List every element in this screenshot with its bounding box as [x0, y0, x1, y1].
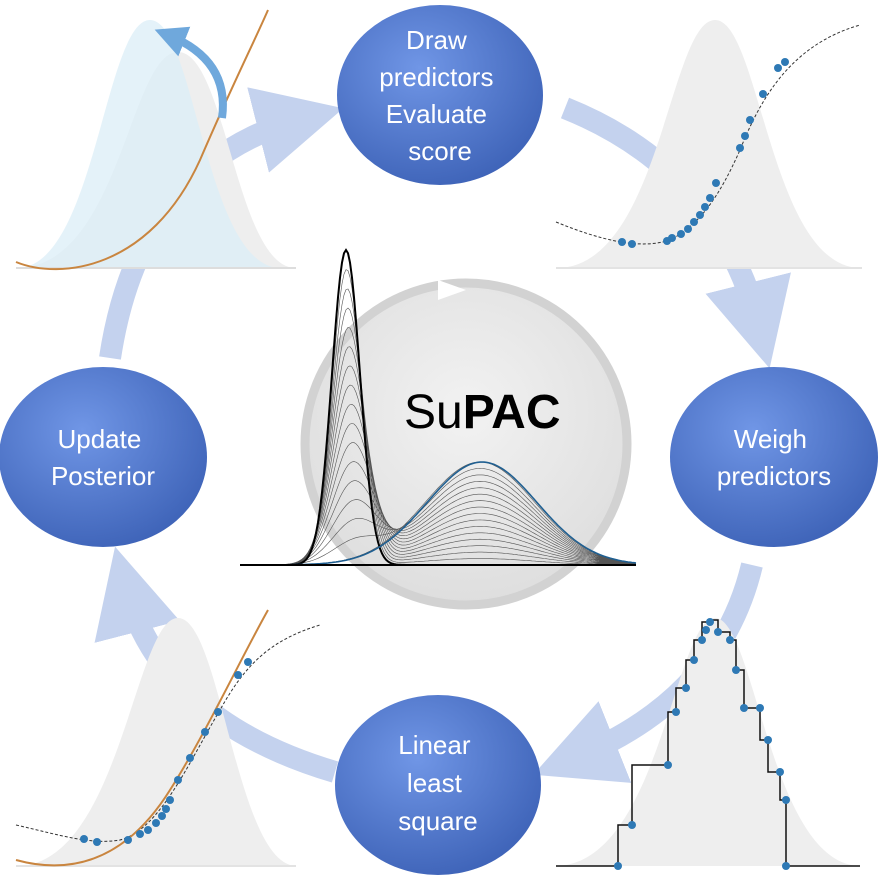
sample-point — [162, 805, 170, 813]
sample-point — [136, 830, 144, 838]
step-label: Draw predictors Evaluate score — [379, 25, 500, 166]
step-node-linear-least-square[interactable]: Linear least square — [335, 695, 541, 875]
fitted-quadratic-curve — [15, 609, 269, 867]
step-node-update-posterior[interactable]: Update Posterior — [0, 367, 207, 547]
sample-point — [174, 776, 182, 784]
disc-arrowhead — [438, 280, 466, 300]
sample-point — [690, 656, 698, 664]
sampling-gaussian — [18, 618, 296, 866]
sample-point — [774, 64, 782, 72]
sample-point — [684, 225, 692, 233]
step-node-draw-predictors[interactable]: Draw predictors Evaluate score — [337, 5, 543, 185]
sample-point — [736, 144, 744, 152]
sample-point — [712, 179, 720, 187]
sample-point — [628, 821, 636, 829]
supac-title: SuPAC — [404, 386, 561, 439]
sample-point — [782, 862, 790, 870]
sample-point — [714, 628, 722, 636]
sample-point — [706, 618, 714, 626]
sample-point — [234, 671, 242, 679]
sample-point — [677, 230, 685, 238]
score-points — [80, 658, 252, 846]
sample-point — [186, 754, 194, 762]
sample-point — [698, 636, 706, 644]
sample-point — [781, 58, 789, 66]
weighting-gaussian — [556, 618, 860, 866]
sample-point — [706, 194, 714, 202]
step-node-weigh-predictors[interactable]: Weigh predictors — [670, 367, 878, 547]
sample-point — [201, 728, 209, 736]
sampling-gaussian — [558, 20, 860, 268]
sample-point — [690, 218, 698, 226]
step-label: Linear least square — [398, 730, 478, 836]
sample-point — [158, 812, 166, 820]
sample-point — [664, 761, 672, 769]
sample-point — [696, 211, 704, 219]
sample-point — [152, 819, 160, 827]
sample-point — [244, 658, 252, 666]
step-label: Weigh predictors — [717, 424, 831, 491]
sample-point — [732, 666, 740, 674]
panel-weigh-predictors — [556, 618, 860, 870]
sample-point — [668, 234, 676, 242]
score-curve — [15, 624, 321, 842]
sample-point — [124, 836, 132, 844]
sample-point — [618, 238, 626, 246]
center-logo: SuPAC — [240, 248, 637, 610]
panel-posterior-update — [15, 9, 296, 271]
sample-point — [759, 90, 767, 98]
sample-point — [93, 838, 101, 846]
shift-arrow-icon — [154, 26, 227, 119]
sample-point — [741, 132, 749, 140]
sample-point — [144, 826, 152, 834]
sample-point — [756, 704, 764, 712]
weight-step-function — [556, 619, 860, 867]
sample-point — [764, 736, 772, 744]
panel-linear-least-square — [15, 609, 321, 867]
sample-point — [726, 636, 734, 644]
sample-point — [701, 203, 709, 211]
score-points — [618, 58, 789, 248]
fitted-quadratic-curve — [15, 9, 269, 271]
sample-point — [782, 796, 790, 804]
sample-point — [702, 626, 710, 634]
sample-point — [776, 768, 784, 776]
sample-point — [80, 835, 88, 843]
sample-point — [746, 116, 754, 124]
sample-point — [672, 708, 680, 716]
cycle-arrow-icon — [300, 278, 632, 610]
sample-point — [214, 708, 222, 716]
sample-point — [628, 240, 636, 248]
step-label: Update Posterior — [51, 424, 155, 491]
posterior-gaussian — [18, 20, 280, 268]
sample-point — [166, 796, 174, 804]
sample-point — [614, 862, 622, 870]
weight-points — [614, 618, 790, 870]
sample-point — [682, 684, 690, 692]
sample-point — [740, 704, 748, 712]
panel-draw-predictors — [555, 20, 862, 269]
